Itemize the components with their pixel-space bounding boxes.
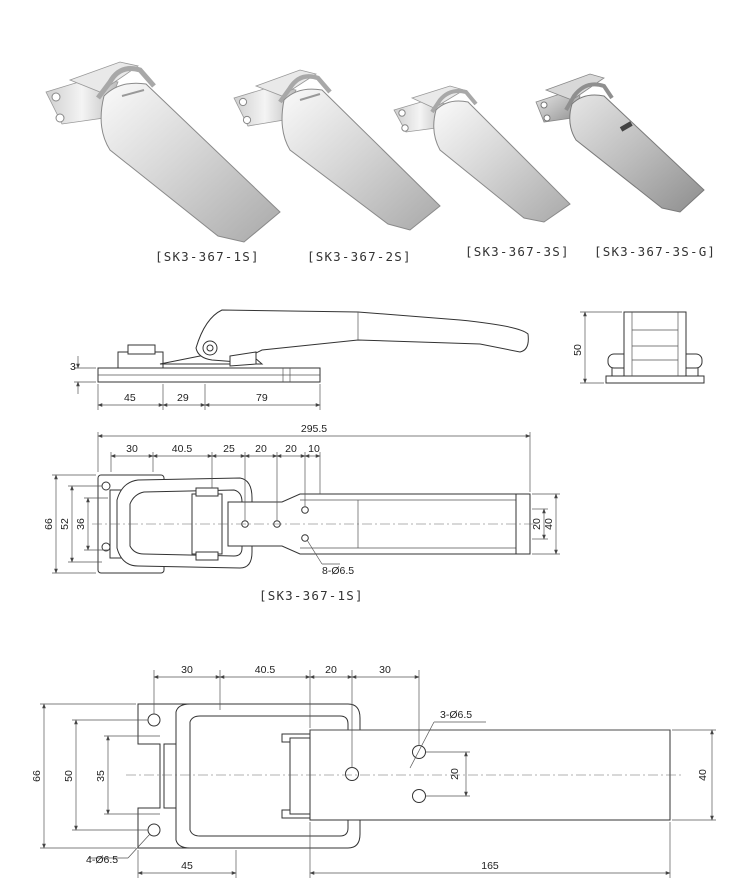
product-code-1s: [SK3-367-1S] [155, 249, 260, 264]
dim-side-45: 45 [124, 392, 136, 404]
dim-thickness: 3 [70, 361, 76, 373]
dim-3s-30b: 30 [379, 664, 391, 676]
dim-3s-40-5: 40.5 [255, 664, 276, 676]
dim-3s-50: 50 [63, 770, 75, 782]
dim-1s-66: 66 [43, 518, 55, 530]
product-photo-sk3-367-3s [393, 85, 571, 223]
end-view-drawing [605, 311, 705, 384]
dim-1s-40: 40 [543, 518, 555, 530]
dim-3s-base-holes: 4-Ø6.5 [86, 854, 118, 866]
dim-3s-45: 45 [181, 860, 193, 872]
product-code-3s-g: [SK3-367-3S-G] [594, 244, 716, 259]
dim-1s-20a: 20 [255, 443, 267, 455]
dim-1s-holes: 8-Ø6.5 [322, 565, 354, 577]
dim-side-29: 29 [177, 392, 189, 404]
dim-1s-40-5: 40.5 [172, 443, 193, 455]
dim-1s-20b: 20 [285, 443, 297, 455]
product-photo-sk3-367-1s [45, 61, 281, 243]
product-code-2s: [SK3-367-2S] [307, 249, 412, 264]
side-view-dimensions [74, 356, 321, 410]
top-view-1s-dimensions [52, 432, 560, 574]
dim-3s-20: 20 [325, 664, 337, 676]
dim-3s-165: 165 [481, 860, 499, 872]
dim-3s-pitch: 20 [449, 768, 461, 780]
drawing-label-1s: [SK3-367-1S] [259, 588, 364, 603]
dim-3s-30a: 30 [181, 664, 193, 676]
product-photo-sk3-367-3s-g [535, 73, 705, 213]
dim-1s-10: 10 [308, 443, 320, 455]
dim-1s-36: 36 [75, 518, 87, 530]
dim-side-79: 79 [256, 392, 268, 404]
dim-3s-40: 40 [697, 769, 709, 781]
product-code-3s: [SK3-367-3S] [465, 244, 570, 259]
dim-3s-35: 35 [95, 770, 107, 782]
top-view-3s-dimensions [40, 670, 716, 878]
dim-3s-top-holes: 3-Ø6.5 [440, 709, 472, 721]
end-view-dimension [580, 311, 622, 384]
dim-end-height: 50 [572, 344, 584, 356]
top-view-3s-drawing [126, 703, 684, 849]
dim-1s-20: 20 [531, 518, 543, 530]
dim-1s-30: 30 [126, 443, 138, 455]
dim-1s-overall: 295.5 [301, 423, 327, 435]
dim-1s-52: 52 [59, 518, 71, 530]
dim-1s-25: 25 [223, 443, 235, 455]
side-view-drawing [97, 309, 529, 383]
top-view-1s-drawing [92, 474, 535, 574]
product-photo-sk3-367-2s [233, 69, 441, 231]
dim-3s-66: 66 [31, 770, 43, 782]
